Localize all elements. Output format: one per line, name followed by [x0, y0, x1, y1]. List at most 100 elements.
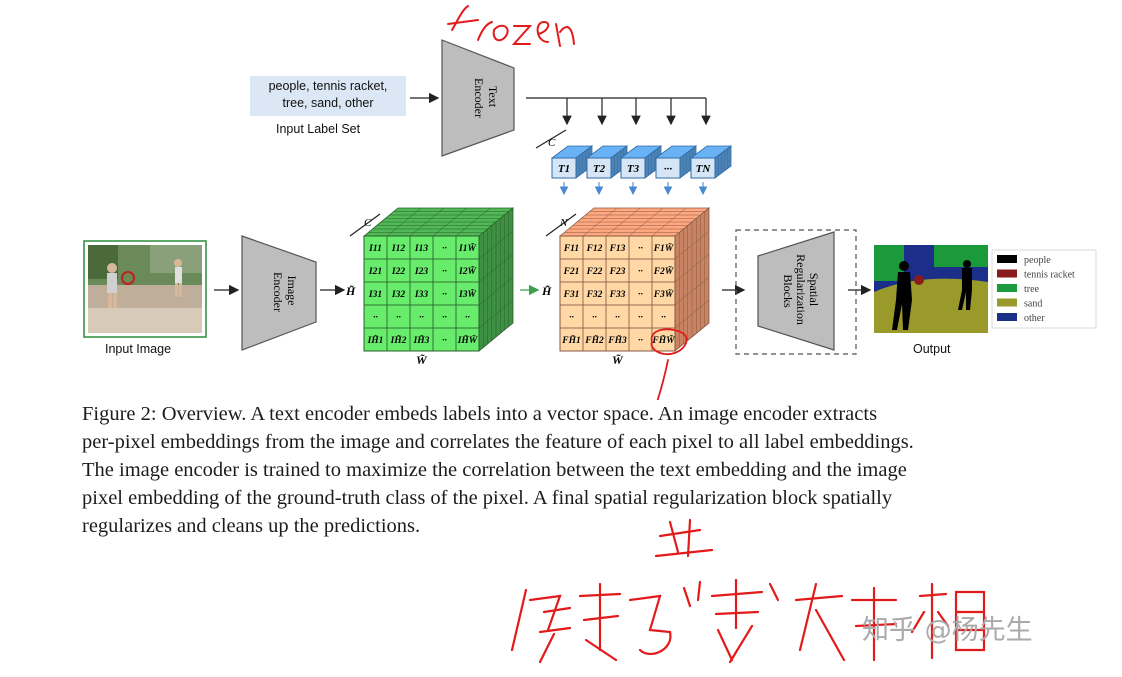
svg-text:C: C	[548, 137, 556, 149]
input-label-set-box: people, tennis racket, tree, sand, other	[250, 76, 406, 116]
grid-cell-label: IH̃3	[413, 333, 430, 346]
spatial-block-label: Spatial Regularization Blocks	[781, 254, 821, 328]
grid-cell	[455, 327, 480, 352]
grid-cell-label: I2W̃	[458, 264, 476, 277]
grid-cell-label: F1W̃	[653, 241, 674, 254]
grid-cell-label: I32	[391, 290, 405, 300]
dim-c-image: C	[349, 213, 381, 237]
text-token-cube: TN	[689, 145, 733, 179]
svg-text:C: C	[364, 217, 372, 229]
legend-swatch	[997, 255, 1017, 263]
text-token-cube: T3	[619, 145, 663, 179]
grid-cell-label: I33	[414, 290, 428, 300]
legend-label: people	[1024, 255, 1051, 266]
grid-cell-label: ··	[373, 313, 378, 323]
grid-cell-label: ··	[638, 313, 643, 323]
legend-label: tree	[1024, 284, 1040, 295]
grid-cell-label: ··	[465, 313, 470, 323]
legend-item: tree	[997, 284, 1040, 295]
grid-cell-label: I31	[368, 290, 382, 300]
grid-cell-label: ··	[442, 290, 447, 300]
legend-item: other	[997, 313, 1045, 324]
grid-cell-label: ··	[638, 267, 643, 277]
text-encoder-label: Text Encoder	[472, 78, 500, 118]
grid-cell-label: I21	[368, 267, 382, 277]
text-encoder-shape	[441, 39, 515, 157]
input-image-caption: Input Image	[105, 342, 172, 356]
output-segmentation	[874, 245, 988, 333]
text-token-cube: ···	[654, 145, 698, 179]
dim-h-image: H̃	[345, 284, 356, 298]
text-embedding-cubes: T1 T2 T3 ···TN	[550, 145, 733, 179]
input-label-line-2: tree, sand, other	[282, 96, 374, 110]
handwritten-chinese-annotation	[510, 518, 986, 664]
grid-cell-label: FH̃1	[561, 333, 580, 346]
grid-cell-label: IH̃W̃	[457, 333, 478, 346]
grid-cell-label: FH̃2	[584, 333, 604, 346]
grid-cell-label: FH̃3	[607, 333, 627, 346]
spatial-block-shape	[757, 231, 835, 351]
text-token-cube: T1	[550, 145, 594, 179]
grid-cell-label: FH̃W̃	[651, 333, 675, 346]
text-branch-arrows	[562, 98, 711, 126]
text-to-feature-arrows	[559, 182, 708, 196]
grid-cell-label: ··	[569, 313, 574, 323]
legend-swatch	[997, 298, 1017, 307]
grid-cell-label: IH̃2	[390, 333, 407, 346]
dim-w-image: W̃	[416, 353, 428, 367]
dim-h-feature: H̃	[541, 284, 552, 298]
input-image	[83, 240, 207, 338]
grid-cell-label: ··	[638, 244, 643, 254]
red-circle-annotation	[650, 328, 688, 400]
legend-swatch	[997, 284, 1017, 292]
grid-cell-label: ··	[419, 313, 424, 323]
legend-swatch	[997, 269, 1017, 278]
output-legend: people tennis racket tree sand other	[991, 249, 1097, 329]
grid-cell-label: F33	[609, 290, 626, 300]
grid-cell-label: F13	[609, 244, 626, 254]
text-token-label: T1	[558, 163, 570, 175]
legend-item: tennis racket	[997, 269, 1075, 281]
grid-cell-label: F22	[586, 267, 603, 277]
spatial-block-dashed-box	[735, 229, 857, 355]
grid-cell-label: F11	[563, 244, 579, 254]
grid-cell-label: F3W̃	[653, 287, 674, 300]
grid-cell-label: I12	[391, 244, 405, 254]
input-label-set-caption: Input Label Set	[276, 122, 361, 136]
grid-cell-label: I3W̃	[458, 287, 476, 300]
text-token-label: T2	[593, 163, 606, 175]
overview-diagram: Text Encoder T1 T2 T3 ···TN C	[83, 5, 1097, 400]
dim-w-feature: W̃	[612, 353, 624, 367]
legend-swatch	[997, 313, 1017, 321]
text-token-label: T3	[627, 163, 640, 175]
grid-cell-label: F12	[586, 244, 603, 254]
grid-cell-label: I22	[391, 267, 405, 277]
frozen-annotation	[447, 5, 575, 47]
text-token-label: TN	[696, 163, 712, 175]
image-encoder-label: Image Encoder	[271, 272, 299, 312]
legend-label: other	[1024, 313, 1045, 324]
text-token-cube: T2	[585, 145, 629, 179]
grid-cell-label: ··	[638, 336, 643, 346]
input-label-line-1: people, tennis racket,	[268, 79, 388, 93]
svg-text:N: N	[559, 217, 568, 229]
grid-cell-label: F2W̃	[653, 264, 674, 277]
caption-line-5: regularizes and cleans up the prediction…	[82, 515, 421, 537]
caption-line-1: Figure 2: Overview. A text encoder embed…	[82, 403, 878, 425]
grid-cell-label: F32	[586, 290, 603, 300]
grid-cell-label: F31	[563, 290, 580, 300]
legend-item: sand	[997, 298, 1042, 310]
figure-caption: Figure 2: Overview. A text encoder embed…	[82, 400, 1102, 540]
legend-label: sand	[1024, 299, 1042, 310]
grid-cell-label: ··	[638, 290, 643, 300]
dim-n-feature: N	[545, 213, 577, 237]
caption-line-2: per-pixel embeddings from the image and …	[82, 431, 914, 453]
image-encoder-shape	[241, 235, 317, 351]
output-caption: Output	[913, 342, 951, 356]
grid-cell-label: ··	[615, 313, 620, 323]
grid-cell-label: ··	[442, 267, 447, 277]
grid-cell-label: ··	[592, 313, 597, 323]
grid-cell-label: F21	[563, 267, 580, 277]
